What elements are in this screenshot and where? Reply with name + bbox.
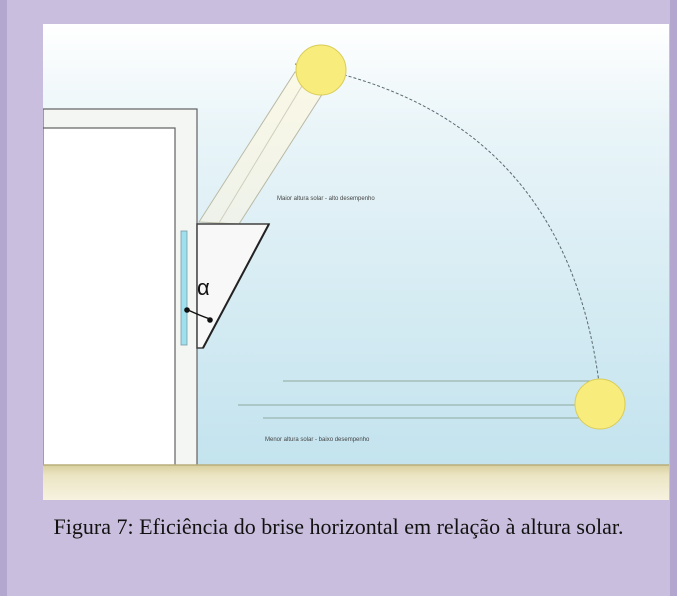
high-sun-annotation: Maior altura solar - alto desempenho: [277, 196, 375, 202]
figure-caption: Figura 7: Eficiência do brise horizontal…: [53, 514, 624, 539]
angle-alpha-label: α: [197, 275, 210, 300]
window-glass: [180, 230, 188, 346]
low-sun-annotation: Menor altura solar - baixo desempenho: [265, 437, 370, 443]
figure-panel: α Maior altura solar - alto desempenho M…: [43, 24, 669, 500]
ray-line: [218, 75, 309, 224]
building-interior: [43, 127, 176, 470]
angle-point-left: [184, 307, 190, 313]
high-sun: [295, 44, 347, 96]
solar-path-arc: [294, 63, 604, 425]
ground: [43, 465, 669, 500]
low-sun: [574, 378, 626, 430]
angle-point-right: [207, 317, 213, 323]
brise-underside: [202, 223, 270, 349]
brise-diagram: α Maior altura solar - alto desempenho M…: [43, 24, 669, 500]
